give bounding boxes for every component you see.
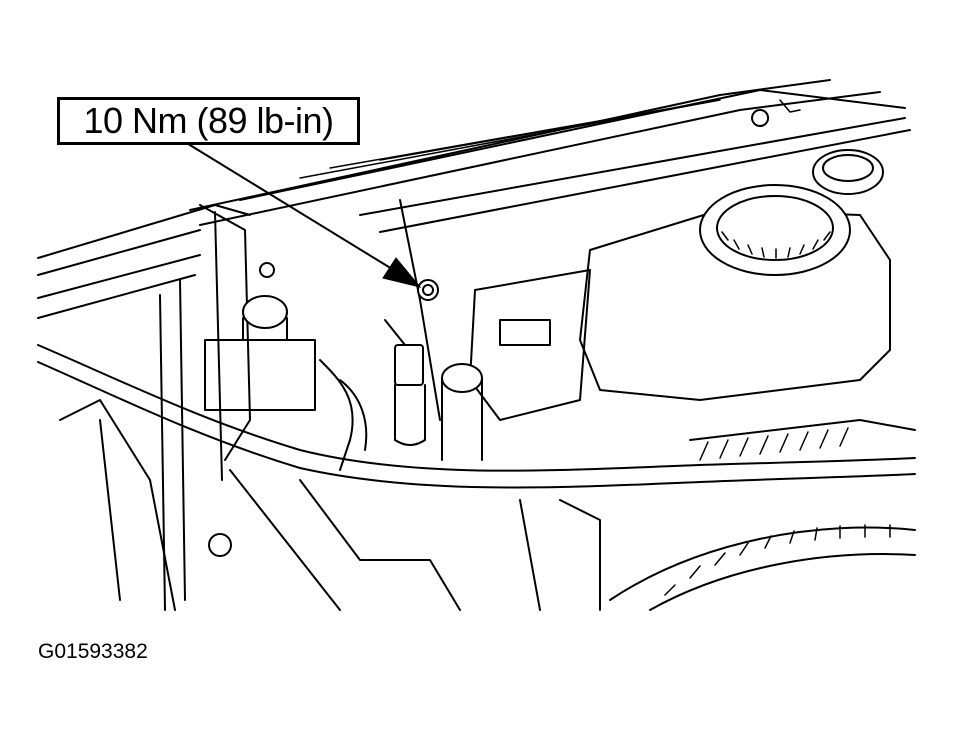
leader-line (184, 141, 422, 288)
coolant-reservoir (469, 149, 891, 421)
torque-label: 10 Nm (89 lb-in) (83, 100, 334, 141)
wiring-harness (37, 344, 916, 489)
sensor-connector (384, 199, 483, 461)
lower-engine-lines (59, 399, 916, 611)
bolt-icon (417, 279, 439, 301)
arrow-pointer-icon (382, 257, 422, 288)
bolt-icon (208, 533, 232, 557)
cowl-panel-lines (189, 79, 911, 233)
torque-callout: 10 Nm (89 lb-in) (57, 97, 360, 145)
left-fender-lines (37, 204, 251, 611)
left-module (204, 262, 368, 557)
figure-id: G01593382 (38, 640, 148, 663)
